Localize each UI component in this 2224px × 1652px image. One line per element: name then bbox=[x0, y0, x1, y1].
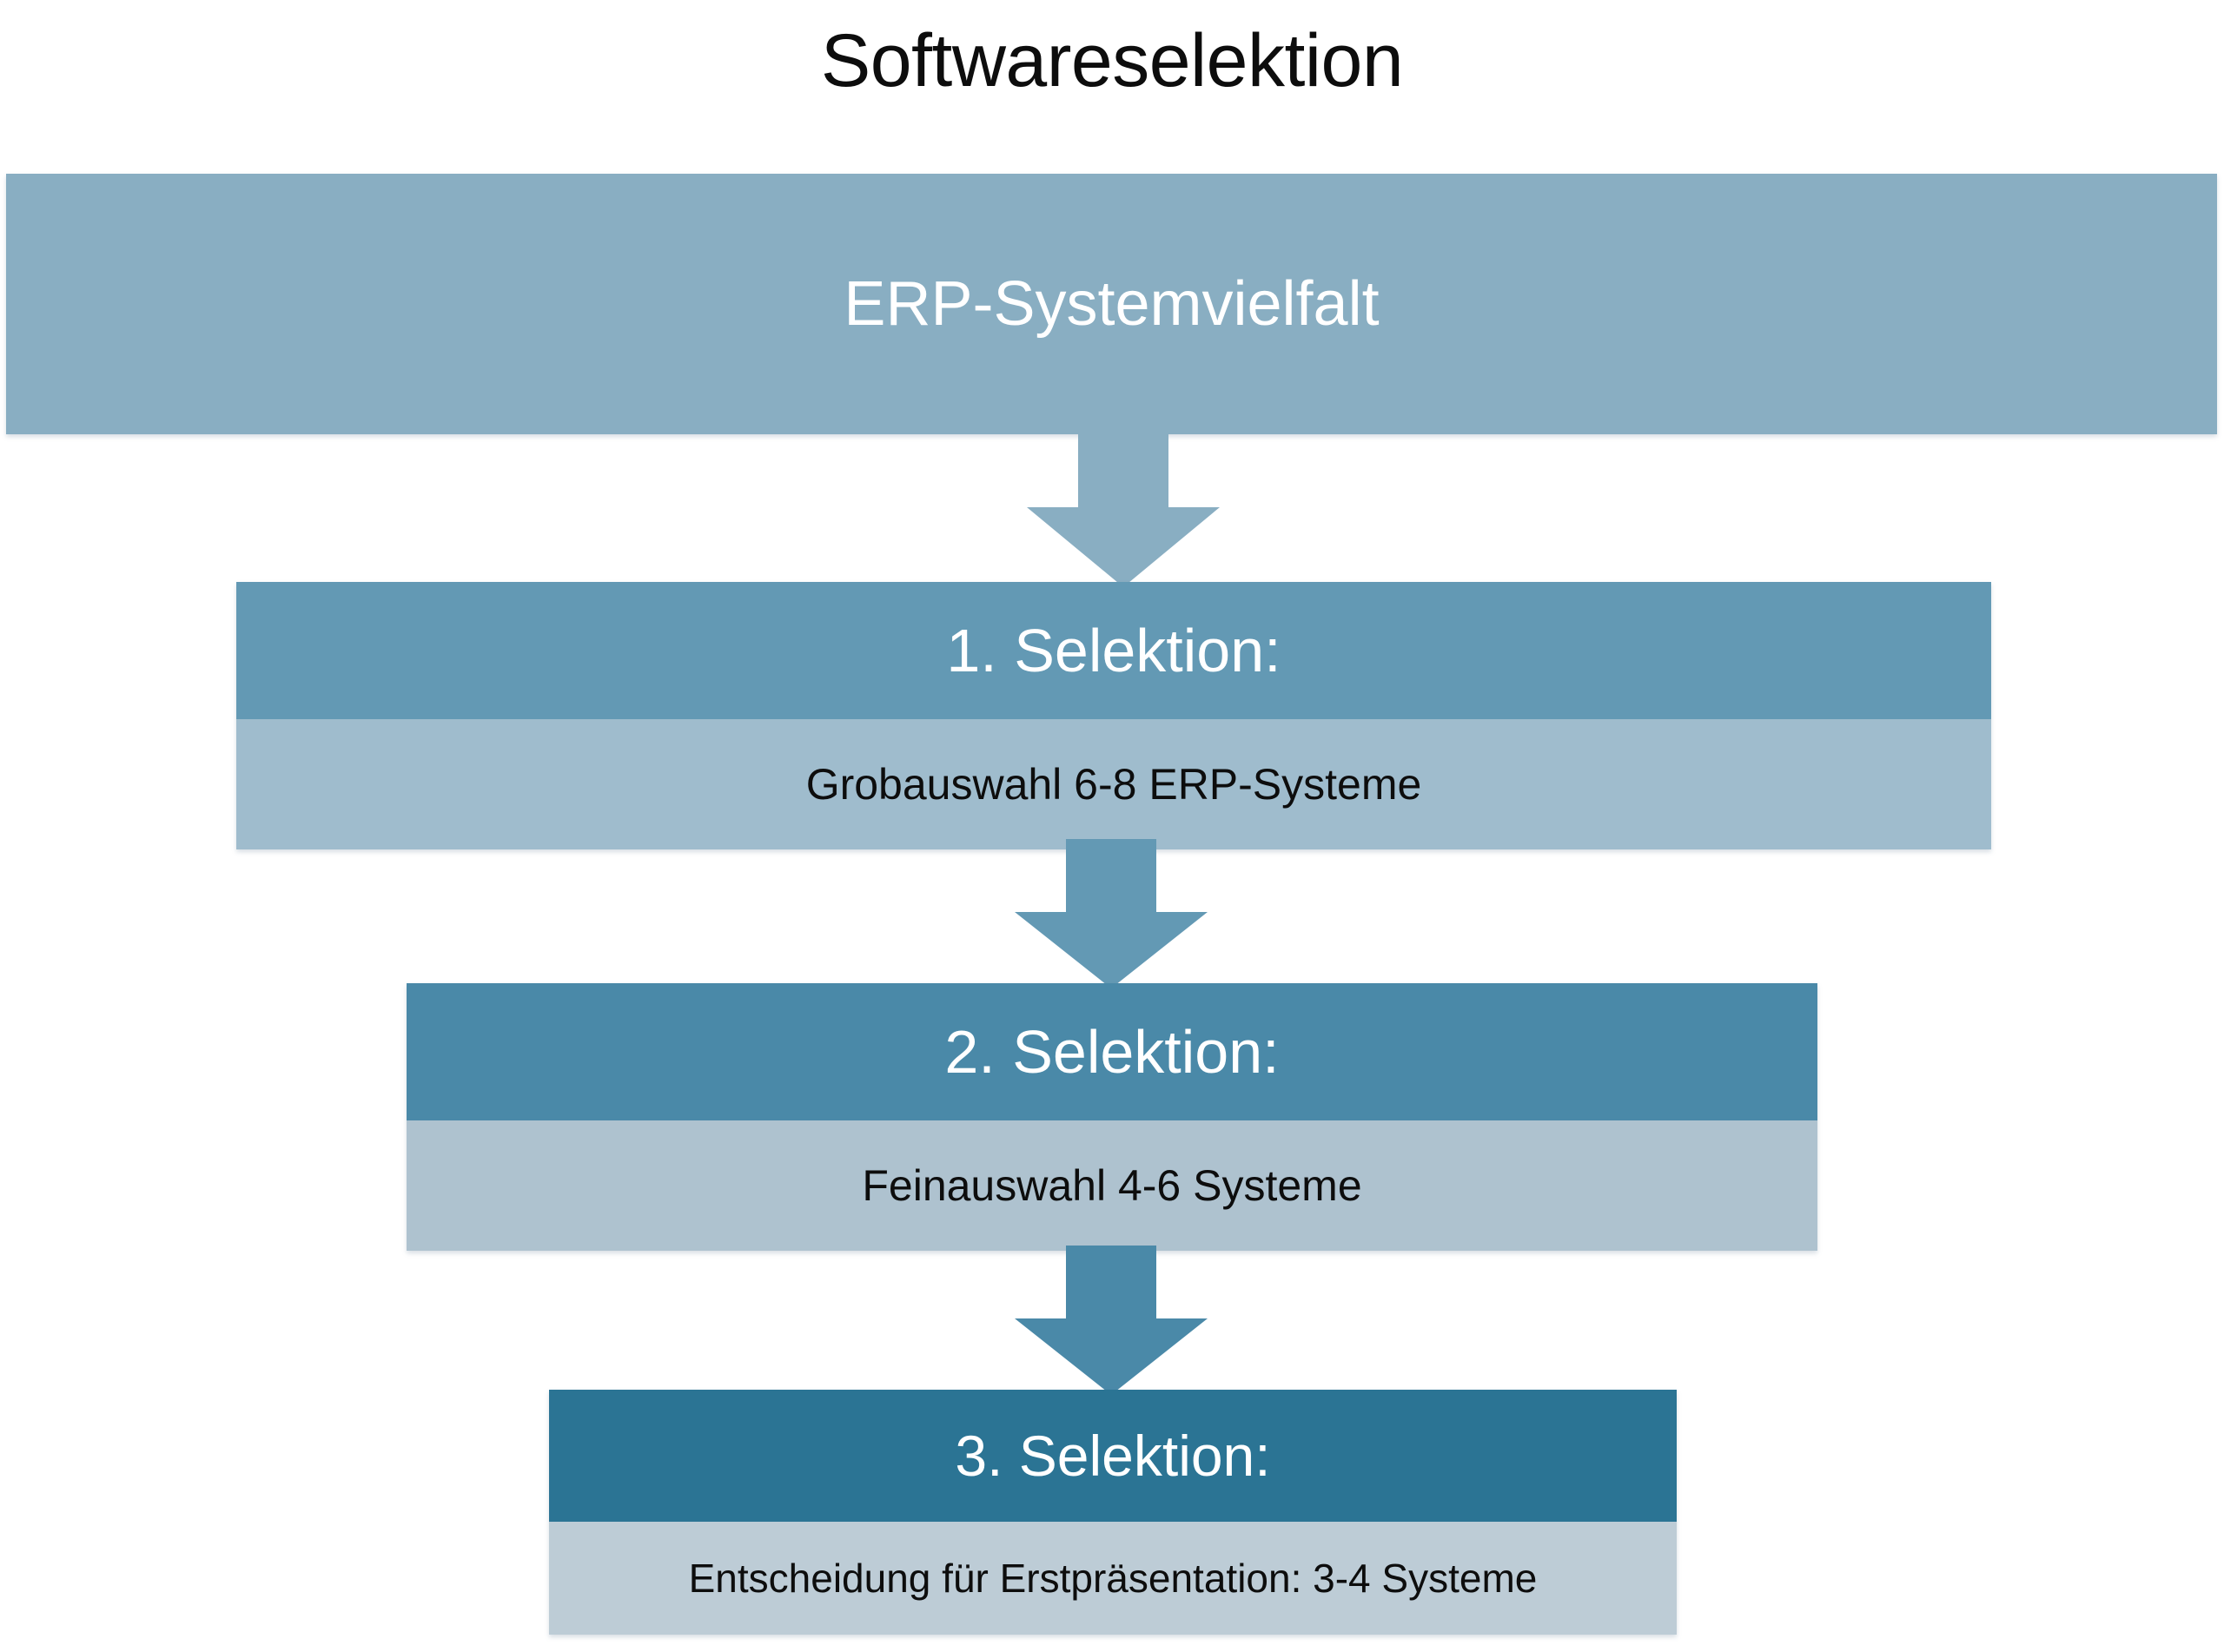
step-card-2-header-label: 2. Selektion: bbox=[944, 1018, 1280, 1086]
step-card-2: 2. Selektion: Feinauswahl 4-6 Systeme bbox=[407, 983, 1817, 1251]
step-card-2-body-label: Feinauswahl 4-6 Systeme bbox=[862, 1161, 1362, 1210]
arrow-step2-to-step3-icon bbox=[1015, 1246, 1208, 1395]
step-card-1-header: 1. Selektion: bbox=[236, 582, 1991, 719]
step-card-3-header: 3. Selektion: bbox=[549, 1390, 1677, 1522]
page-title: Softwareselektion bbox=[820, 19, 1404, 102]
step-card-3-body: Entscheidung für Erstpräsentation: 3-4 S… bbox=[549, 1522, 1677, 1635]
step-card-1: 1. Selektion: Grobauswahl 6-8 ERP-System… bbox=[236, 582, 1991, 849]
step-card-1-body: Grobauswahl 6-8 ERP-Systeme bbox=[236, 719, 1991, 849]
band-erp-systemvielfalt-label: ERP-Systemvielfalt bbox=[844, 269, 1380, 339]
step-card-1-header-label: 1. Selektion: bbox=[946, 617, 1281, 684]
step-card-3-body-label: Entscheidung für Erstpräsentation: 3-4 S… bbox=[688, 1556, 1538, 1601]
step-card-3-header-label: 3. Selektion: bbox=[955, 1424, 1271, 1488]
arrow-top-to-step1-icon bbox=[1027, 433, 1220, 587]
step-card-3: 3. Selektion: Entscheidung für Erstpräse… bbox=[549, 1390, 1677, 1635]
step-card-2-header: 2. Selektion: bbox=[407, 983, 1817, 1120]
step-card-2-body: Feinauswahl 4-6 Systeme bbox=[407, 1120, 1817, 1251]
band-erp-systemvielfalt: ERP-Systemvielfalt bbox=[6, 174, 2217, 434]
step-card-1-body-label: Grobauswahl 6-8 ERP-Systeme bbox=[805, 760, 1422, 809]
arrow-step1-to-step2-icon bbox=[1015, 839, 1208, 988]
